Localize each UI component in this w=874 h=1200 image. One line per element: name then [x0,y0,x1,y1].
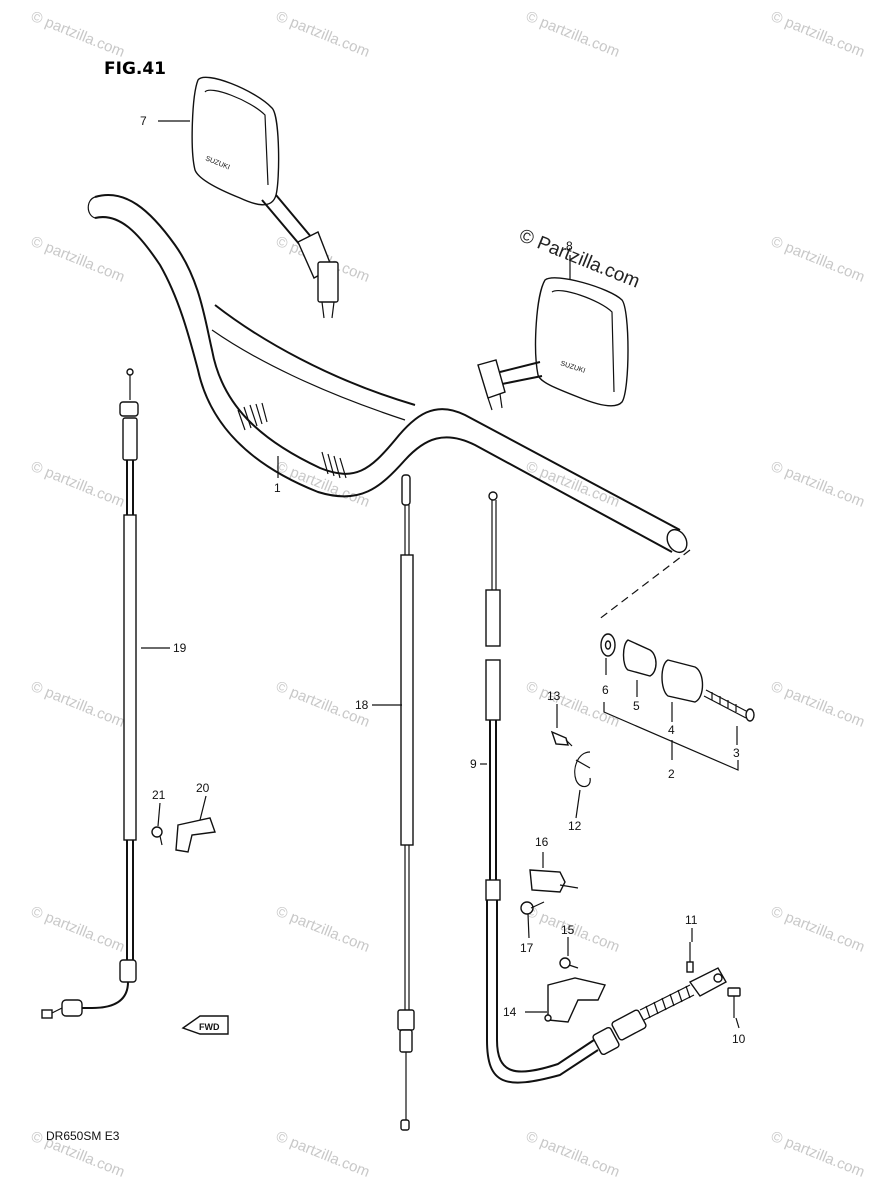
watermark: © partzilla.com [29,903,128,956]
part-label-12: 12 [568,819,582,833]
part-label-5: 5 [633,699,640,713]
throttle-cable-drawing [41,368,139,1019]
handlebar-drawing [87,194,688,554]
cable-18-drawing [397,474,415,1131]
watermark: © partzilla.com [769,678,868,731]
part-labels: 7 8 1 19 18 9 6 5 4 3 2 13 12 16 17 15 1… [140,114,746,1046]
watermark: © partzilla.com [769,1128,868,1181]
watermark: © partzilla.com [769,903,868,956]
grip-knurl [237,402,347,479]
small-parts-drawing [151,730,741,1023]
part-label-6: 6 [602,683,609,697]
part-label-21: 21 [152,788,166,802]
watermark: © partzilla.com [29,233,128,286]
fwd-label: FWD [199,1022,220,1032]
watermark: © partzilla.com [524,1128,623,1181]
part-label-11: 11 [685,913,698,927]
part-label-17: 17 [520,941,534,955]
part-label-19: 19 [173,641,187,655]
part-label-13: 13 [547,689,561,703]
watermark: © partzilla.com [524,458,623,511]
part-label-3: 3 [733,746,740,760]
part-label-1: 1 [274,481,281,495]
part-label-20: 20 [196,781,210,795]
clutch-cable-drawing [485,491,727,1084]
part-label-14: 14 [503,1005,517,1019]
watermark: © partzilla.com [274,8,373,61]
part-label-4: 4 [668,723,675,737]
part-label-18: 18 [355,698,369,712]
part-label-10: 10 [732,1032,746,1046]
end-weight-assembly [597,549,755,722]
watermark: © partzilla.com [274,1128,373,1181]
part-label-8: 8 [566,239,573,253]
watermark: © partzilla.com [29,458,128,511]
watermark: © partzilla.com [274,903,373,956]
part-label-15: 15 [561,923,575,937]
mirror-right-drawing: SUZUKI [477,277,629,411]
part-label-9: 9 [470,757,477,771]
figure-title: FIG.41 [104,59,166,79]
watermark: © partzilla.com [29,678,128,731]
watermark: © partzilla.com [769,233,868,286]
watermark: © partzilla.com [29,8,128,61]
watermark-grid: © partzilla.com © partzilla.com © partzi… [29,8,868,1181]
model-code: DR650SM E3 [46,1129,120,1143]
watermark: © partzilla.com [274,458,373,511]
leader-lines [141,120,740,1029]
watermark: © partzilla.com [524,8,623,61]
mirror-left-drawing: SUZUKI [191,76,339,319]
fwd-arrow: FWD [181,1015,229,1035]
part-label-7: 7 [140,114,147,128]
watermark: © partzilla.com [769,458,868,511]
part-label-2: 2 [668,767,675,781]
watermark: © partzilla.com [769,8,868,61]
part-label-16: 16 [535,835,549,849]
